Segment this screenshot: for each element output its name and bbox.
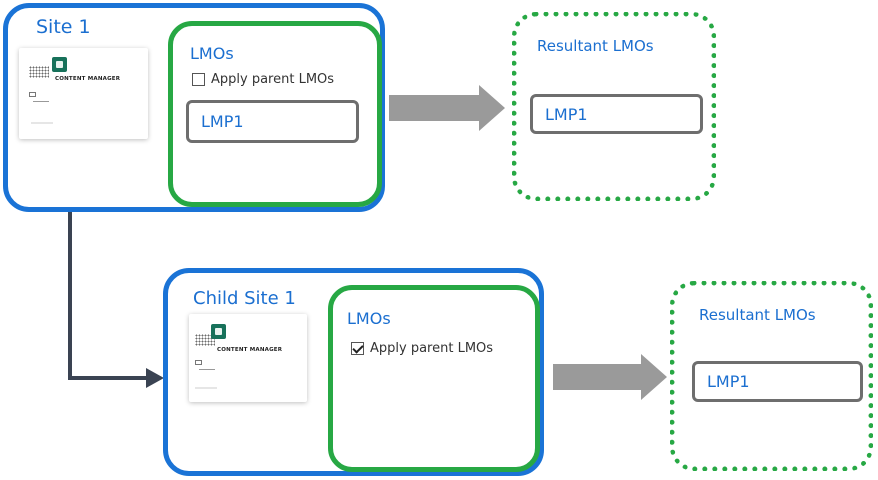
- faint-text-line: [195, 387, 217, 389]
- lmos-panel: LMOs Apply parent LMOs LMP1: [168, 21, 382, 207]
- site-container: Site 1 CONTENT MANAGER LMOs Apply parent…: [3, 3, 385, 212]
- child-resultant-lmos-panel: Resultant LMOs LMP1: [670, 281, 873, 471]
- site-title: Site 1: [36, 16, 91, 38]
- child-content-manager-label: CONTENT MANAGER: [217, 347, 283, 353]
- faint-text-line: [31, 122, 53, 124]
- dot-grid-icon: [195, 334, 215, 346]
- right-arrow-icon: [553, 354, 667, 400]
- resultant-lmos-panel: Resultant LMOs LMP1: [512, 12, 716, 201]
- child-site-title: Child Site 1: [193, 288, 296, 309]
- content-manager-card: CONTENT MANAGER: [19, 48, 148, 139]
- right-arrow-icon: [389, 85, 505, 131]
- resultant-lmos-title: Resultant LMOs: [537, 37, 654, 55]
- resultant-lmp1-item: LMP1: [530, 94, 703, 134]
- small-window-icon: [195, 360, 202, 365]
- child-lmos-panel: LMOs Apply parent LMOs: [328, 285, 540, 472]
- child-apply-parent-lmos-checkbox[interactable]: Apply parent LMOs: [351, 341, 493, 356]
- checkbox-unchecked-icon[interactable]: [192, 73, 205, 86]
- child-resultant-lmp1-item: LMP1: [692, 361, 863, 402]
- dot-grid-icon: [29, 66, 49, 78]
- child-apply-parent-lmos-label: Apply parent LMOs: [370, 341, 494, 356]
- child-content-manager-card: CONTENT MANAGER: [189, 314, 307, 402]
- content-manager-logo-icon: [211, 324, 226, 339]
- apply-parent-lmos-checkbox[interactable]: Apply parent LMOs: [192, 72, 334, 87]
- child-site-container: Child Site 1 CONTENT MANAGER LMOs Apply …: [163, 268, 544, 476]
- lmp1-item: LMP1: [186, 100, 359, 143]
- content-manager-logo-icon: [52, 57, 67, 72]
- lmos-title: LMOs: [190, 44, 234, 63]
- checkbox-checked-icon[interactable]: [351, 342, 364, 355]
- child-lmos-title: LMOs: [347, 309, 391, 328]
- small-window-icon: [29, 92, 36, 97]
- divider-line: [33, 101, 49, 102]
- elbow-connector-arrow-icon: [68, 210, 164, 388]
- child-resultant-lmos-title: Resultant LMOs: [699, 306, 816, 324]
- apply-parent-lmos-label: Apply parent LMOs: [211, 72, 335, 87]
- content-manager-label: CONTENT MANAGER: [55, 76, 121, 82]
- divider-line: [199, 369, 215, 370]
